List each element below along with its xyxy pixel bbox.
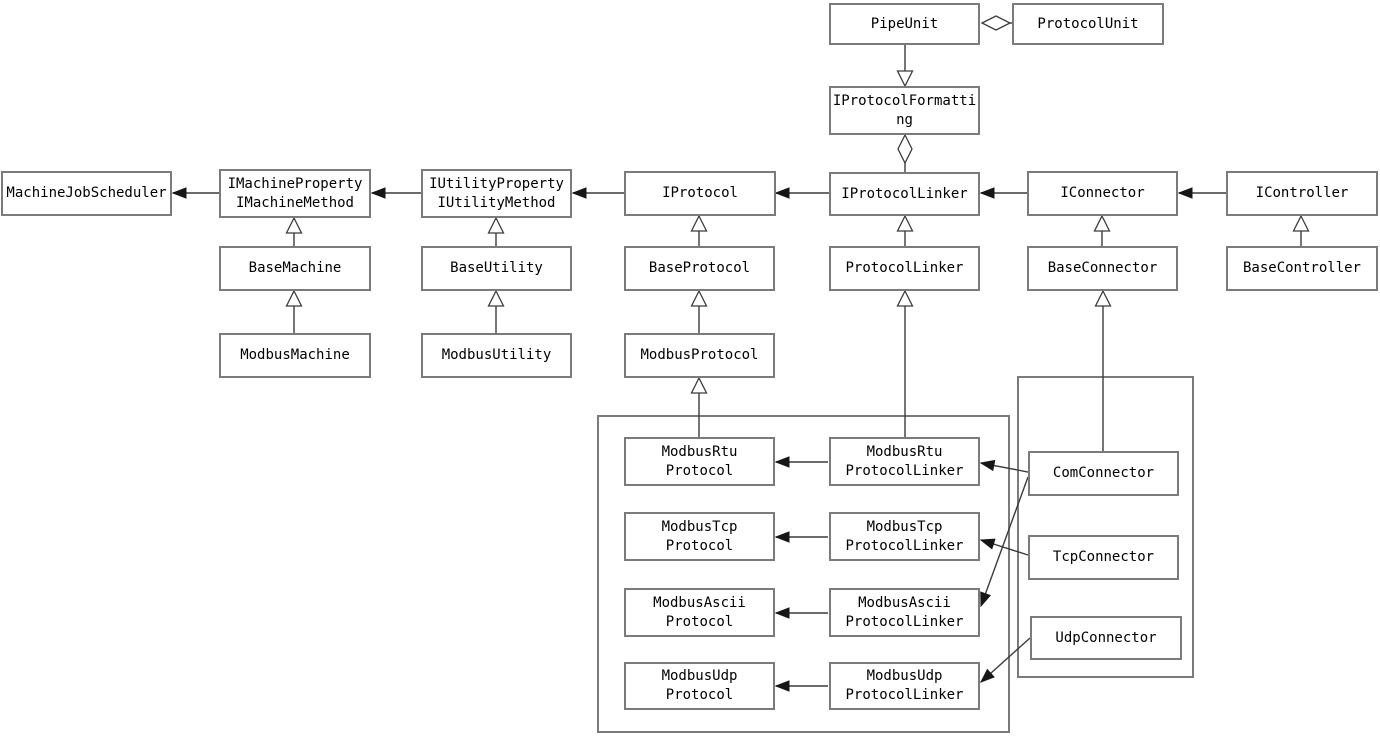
connector-group-frame	[1017, 376, 1194, 678]
class-box-iutility-property-method: IUtilityProperty IUtilityMethod	[421, 169, 572, 218]
edge-base-protocol-to-iprotocol	[690, 214, 708, 246]
class-box-modbus-ascii-protocol: ModbusAscii Protocol	[624, 588, 775, 637]
class-name-label: ModbusAscii ProtocolLinker	[845, 594, 964, 630]
edge-modbus-utility-to-base-utility	[487, 289, 505, 333]
class-name-label: BaseConnector	[1047, 260, 1158, 276]
edge-modbus-protocol-to-base-protocol	[690, 289, 708, 333]
class-box-modbus-udp-protocol: ModbusUdp Protocol	[624, 662, 775, 710]
class-box-iprotocol-formatting: IProtocolFormatti ng	[829, 86, 980, 135]
class-name-label: BaseUtility	[450, 260, 543, 276]
class-name-label: IController	[1255, 185, 1349, 201]
class-box-base-connector: BaseConnector	[1027, 246, 1178, 291]
class-name-label: BaseController	[1242, 260, 1361, 276]
class-name-label: ProtocolUnit	[1037, 15, 1139, 32]
edge-iconnector-to-iprotocol-linker	[979, 187, 1027, 199]
class-name-label: TcpConnector	[1052, 549, 1155, 565]
class-name-label: ModbusRtu Protocol	[661, 443, 738, 479]
class-name-label: PipeUnit	[870, 15, 939, 32]
class-name-label: MachineJobScheduler	[6, 185, 167, 201]
class-box-com-connector: ComConnector	[1028, 451, 1179, 496]
edge-modbus-machine-to-base-machine	[285, 289, 303, 333]
class-box-icontroller: IController	[1226, 171, 1378, 216]
class-name-label: ModbusRtu ProtocolLinker	[845, 443, 964, 479]
class-box-modbus-utility: ModbusUtility	[421, 333, 572, 378]
class-name-label: IProtocolFormatti ng	[832, 92, 977, 128]
edge-modbus-tcp-protocol-linker-to-modbus-tcp-protocol	[774, 531, 828, 543]
class-box-protocol-unit: ProtocolUnit	[1012, 3, 1164, 45]
edge-imachine-property-method-to-machine-job-scheduler	[171, 187, 219, 199]
edge-modbus-rtu-protocol-linker-to-protocol-linker	[896, 289, 914, 437]
class-name-label: ModbusTcp Protocol	[661, 518, 738, 554]
edge-iprotocol-to-iutility-property-method	[571, 187, 624, 199]
class-name-label: ProtocolLinker	[845, 260, 964, 276]
class-name-label: ModbusUtility	[441, 347, 552, 363]
class-box-base-controller: BaseController	[1226, 246, 1378, 291]
class-box-base-utility: BaseUtility	[421, 246, 572, 291]
class-box-modbus-machine: ModbusMachine	[219, 333, 371, 378]
class-box-modbus-tcp-protocol-linker: ModbusTcp ProtocolLinker	[829, 512, 980, 561]
class-name-label: IUtilityProperty IUtilityMethod	[429, 175, 564, 211]
edge-com-connector-to-modbus-ascii-protocol-linker	[980, 476, 1029, 608]
edge-protocol-linker-to-iprotocol-linker	[896, 214, 914, 246]
class-name-label: ModbusProtocol	[640, 347, 759, 363]
class-name-label: ModbusUdp Protocol	[661, 668, 738, 703]
class-name-label: ModbusUdp ProtocolLinker	[845, 668, 964, 703]
class-name-label: IProtocol	[662, 185, 738, 201]
edge-iprotocol-linker-to-iprotocol	[774, 187, 829, 199]
edge-base-controller-to-icontroller	[1292, 214, 1310, 246]
class-box-machine-job-scheduler: MachineJobScheduler	[1, 171, 172, 216]
edge-base-utility-to-iutility-property-method	[487, 216, 505, 246]
edge-protocol-unit-to-pipe-unit	[980, 15, 1012, 31]
class-box-tcp-connector: TcpConnector	[1028, 535, 1179, 580]
class-box-modbus-rtu-protocol-linker: ModbusRtu ProtocolLinker	[829, 437, 980, 486]
edge-modbus-ascii-protocol-linker-to-modbus-ascii-protocol	[774, 607, 828, 619]
edge-iprotocol-linker-to-iprotocol-formatting	[897, 133, 913, 172]
class-box-iprotocol: IProtocol	[624, 171, 776, 216]
class-box-protocol-linker: ProtocolLinker	[829, 246, 980, 291]
edge-base-machine-to-imachine-property-method	[285, 216, 303, 246]
class-box-modbus-udp-protocol-linker: ModbusUdp ProtocolLinker	[829, 662, 980, 710]
class-box-base-machine: BaseMachine	[219, 246, 371, 291]
class-name-label: IMachineProperty IMachineMethod	[227, 175, 363, 211]
class-name-label: IConnector	[1060, 185, 1145, 201]
edge-com-connector-to-base-connector	[1094, 289, 1112, 451]
class-name-label: UdpConnector	[1055, 629, 1157, 646]
class-name-label: ModbusTcp ProtocolLinker	[845, 518, 964, 554]
edge-modbus-rtu-protocol-linker-to-modbus-rtu-protocol	[774, 456, 828, 468]
class-box-modbus-protocol: ModbusProtocol	[624, 333, 775, 378]
edge-modbus-udp-protocol-linker-to-modbus-udp-protocol	[774, 680, 828, 692]
edge-com-connector-to-modbus-rtu-protocol-linker	[979, 459, 1029, 473]
modbus-protocol-group-frame	[597, 415, 1010, 733]
edge-modbus-rtu-protocol-to-modbus-protocol	[690, 376, 708, 437]
class-box-iprotocol-linker: IProtocolLinker	[829, 172, 980, 216]
class-name-label: ModbusMachine	[240, 347, 350, 363]
edge-udp-connector-to-modbus-udp-protocol-linker	[979, 637, 1031, 683]
class-box-modbus-ascii-protocol-linker: ModbusAscii ProtocolLinker	[829, 588, 980, 637]
class-name-label: BaseMachine	[248, 260, 342, 276]
edge-pipe-unit-to-iprotocol-formatting	[896, 45, 914, 88]
class-box-iconnector: IConnector	[1027, 171, 1178, 216]
class-box-base-protocol: BaseProtocol	[624, 246, 775, 291]
class-name-label: IProtocolLinker	[841, 185, 968, 202]
class-name-label: BaseProtocol	[648, 260, 751, 276]
class-name-label: ComConnector	[1052, 465, 1155, 481]
edge-iutility-property-method-to-imachine-property-method	[370, 187, 421, 199]
class-name-label: ModbusAscii Protocol	[653, 594, 746, 630]
edge-tcp-connector-to-modbus-tcp-protocol-linker	[979, 538, 1029, 556]
class-box-modbus-tcp-protocol: ModbusTcp Protocol	[624, 512, 775, 561]
edge-icontroller-to-iconnector	[1177, 187, 1226, 199]
class-box-modbus-rtu-protocol: ModbusRtu Protocol	[624, 437, 775, 486]
class-box-pipe-unit: PipeUnit	[829, 3, 980, 45]
class-box-udp-connector: UdpConnector	[1030, 616, 1182, 660]
class-box-imachine-property-method: IMachineProperty IMachineMethod	[219, 169, 371, 218]
edge-base-connector-to-iconnector	[1093, 214, 1111, 246]
